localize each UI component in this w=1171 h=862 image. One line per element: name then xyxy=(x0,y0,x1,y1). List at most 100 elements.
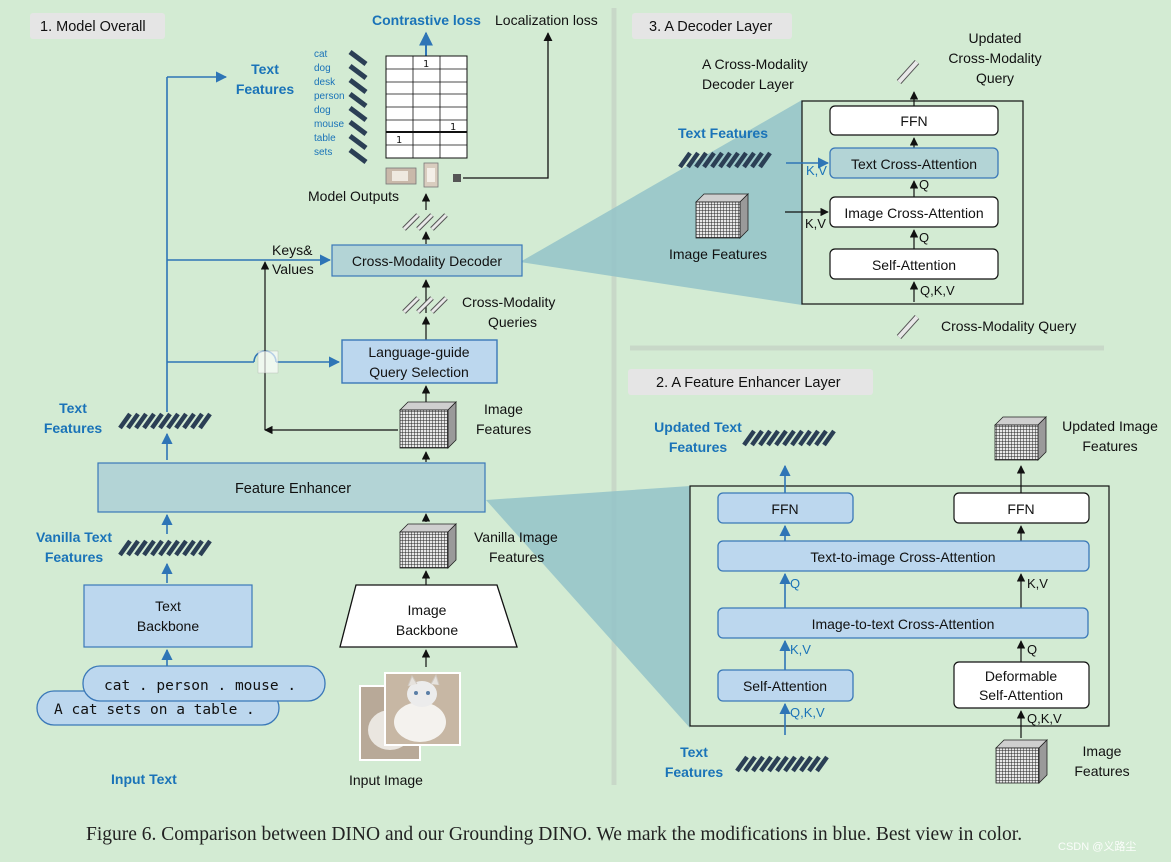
vanilla-text-feature-tokens xyxy=(118,539,212,557)
output-query-tokens xyxy=(402,213,448,231)
text-backbone-label: Text xyxy=(155,598,181,614)
text-to-image-attention-box xyxy=(717,540,1090,572)
predicted-box-thumbnails xyxy=(385,162,461,188)
q-label-1: Q xyxy=(919,177,929,192)
feature-enhancer-label: Feature Enhancer xyxy=(235,481,351,497)
keys-values-label: Values xyxy=(272,261,314,277)
figure-caption: Figure 6. Comparison between DINO and ou… xyxy=(86,824,1023,845)
vanilla-image-features-label: Vanilla Image xyxy=(474,529,558,545)
decoder-zoom-projection xyxy=(520,100,802,305)
qkv-left-label: Q,K,V xyxy=(790,705,825,720)
image-features-label: Image xyxy=(484,401,523,417)
category-label: sets xyxy=(314,147,332,158)
image-backbone-label: Image xyxy=(408,602,447,618)
vanilla-text-features-label: Vanilla Text xyxy=(36,529,112,545)
model-outputs-label: Model Outputs xyxy=(308,188,399,204)
category-label: person xyxy=(314,91,345,102)
text-cross-attention-label: Text Cross-Attention xyxy=(851,156,977,172)
text-feature-flow xyxy=(161,71,341,666)
updated-query-label: Cross-Modality xyxy=(948,50,1041,66)
updated-text-features-label: Updated Text xyxy=(654,419,742,435)
category-label: mouse xyxy=(314,119,344,130)
localization-loss-arrow xyxy=(463,32,553,179)
input-image-label: Input Image xyxy=(349,772,423,788)
updated-query-label: Query xyxy=(976,70,1014,86)
decoder-layer-caption: A Cross-Modality xyxy=(702,56,808,72)
category-list: cat dog desk person dog mouse table sets xyxy=(314,49,345,158)
text-features-top-label: Features xyxy=(236,81,295,97)
decoder-text-feature-tokens xyxy=(678,151,772,169)
query-selection-label: Language-guide xyxy=(368,344,469,360)
decoder-ffn-box xyxy=(829,105,999,136)
decoder-ffn-label: FFN xyxy=(900,113,927,129)
query-selection-box xyxy=(341,339,498,384)
enhancer-image-features-label: Features xyxy=(1074,763,1129,779)
model-overall-tab xyxy=(30,13,165,39)
decoder-self-attention-label: Self-Attention xyxy=(872,257,956,273)
qkv-label: Q,K,V xyxy=(920,283,955,298)
enhancer-ffn-right-box xyxy=(953,492,1090,524)
enhancer-ffn-left-label: FFN xyxy=(771,501,798,517)
text-cross-attention-box xyxy=(829,147,999,179)
enhancer-zoom-projection xyxy=(486,486,690,728)
line-hop-marker xyxy=(257,350,279,374)
enhancer-ffn-left-box xyxy=(717,492,854,524)
enhancer-layer-tab xyxy=(628,369,873,395)
enhancer-self-attention-label: Self-Attention xyxy=(743,678,827,694)
image-to-text-attention-box xyxy=(717,607,1089,639)
kv-left-label: K,V xyxy=(790,642,811,657)
q-left-label: Q xyxy=(790,576,800,591)
grid-mark: 1 xyxy=(396,135,402,146)
q-label-2: Q xyxy=(919,230,929,245)
updated-text-features-label: Features xyxy=(669,439,728,455)
q-right-label: Q xyxy=(1027,642,1037,657)
model-overall-title: 1. Model Overall xyxy=(40,19,146,35)
image-backbone-trapezoid xyxy=(339,584,518,648)
grid-mark: 1 xyxy=(423,59,429,70)
decoder-layer-tab xyxy=(632,13,792,39)
input-image-photos xyxy=(359,672,461,761)
decoder-text-features-label: Text Features xyxy=(678,125,768,141)
category-token-bars xyxy=(348,50,368,164)
updated-query-label: Updated xyxy=(969,30,1022,46)
category-label: table xyxy=(314,133,336,144)
prompt-text-2: A cat sets on a table . xyxy=(54,702,255,718)
updated-image-features-cube xyxy=(994,416,1047,461)
decoder-layer-section: 3. A Decoder Layer A Cross-Modality Deco… xyxy=(632,13,1076,340)
text-to-image-attention-label: Text-to-image Cross-Attention xyxy=(810,549,995,565)
decoder-layer-caption: Decoder Layer xyxy=(702,76,794,92)
updated-image-features-label: Features xyxy=(1082,438,1137,454)
cross-modality-queries-label: Queries xyxy=(488,314,537,330)
enhancer-image-features-label: Image xyxy=(1083,743,1122,759)
model-overall-section: 1. Model Overall Contrastive loss Locali… xyxy=(30,12,598,788)
enhancer-layer-section: 2. A Feature Enhancer Layer Updated Text… xyxy=(628,369,1158,784)
cross-modality-decoder-box xyxy=(331,244,523,277)
image-cross-attention-label: Image Cross-Attention xyxy=(844,205,983,221)
image-kv-label: K,V xyxy=(805,216,826,231)
similarity-grid: 1 1 1 xyxy=(385,55,468,159)
image-cross-attention-box xyxy=(829,196,999,228)
watermark: CSDN @义路尘 xyxy=(1058,841,1137,853)
text-kv-label: K,V xyxy=(806,163,827,178)
image-backbone-label: Backbone xyxy=(396,622,458,638)
updated-query-token xyxy=(896,59,920,85)
prompt-text-1: cat . person . mouse . xyxy=(104,678,296,694)
cross-modality-query-tokens xyxy=(402,296,448,314)
image-to-text-attention-label: Image-to-text Cross-Attention xyxy=(812,616,995,632)
qkv-right-label: Q,K,V xyxy=(1027,711,1062,726)
enhancer-self-attention-box xyxy=(717,669,854,702)
category-label: cat xyxy=(314,49,328,60)
updated-image-features-label: Updated Image xyxy=(1062,418,1158,434)
text-features-mid-label: Features xyxy=(44,420,103,436)
enhancer-text-features-label: Features xyxy=(665,764,724,780)
deformable-self-attention-label: Deformable xyxy=(985,668,1058,684)
input-query-label: Cross-Modality Query xyxy=(941,318,1076,334)
category-label: dog xyxy=(314,105,331,116)
feature-enhancer-box xyxy=(97,462,486,513)
enhancer-text-feature-tokens xyxy=(735,755,829,773)
updated-text-feature-tokens xyxy=(742,429,836,447)
grid-mark: 1 xyxy=(450,122,456,133)
text-features-mid-label: Text xyxy=(59,400,87,416)
decoder-self-attention-box xyxy=(829,248,999,280)
vanilla-image-features-cube xyxy=(399,523,457,569)
